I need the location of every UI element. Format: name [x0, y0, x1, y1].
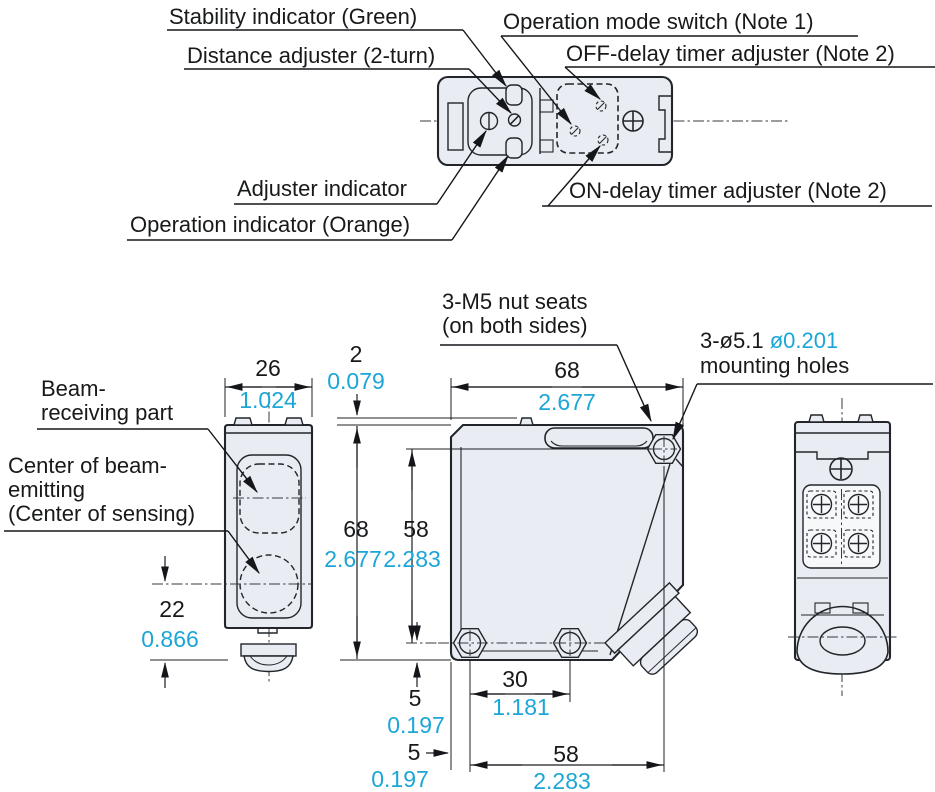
label-mounting-holes-2: mounting holes: [700, 353, 850, 378]
dim-body-width-mm: 68: [554, 357, 580, 383]
label-operation-mode: Operation mode switch (Note 1): [503, 9, 814, 34]
front-body: [223, 423, 314, 630]
dim-body-width-in: 2.677: [538, 389, 596, 415]
callout-leaders: [127, 29, 935, 241]
front-gland-flange: [240, 643, 297, 657]
dim-body-height-in: 2.677: [324, 546, 382, 572]
label-beam-center-3: (Center of sensing): [8, 501, 196, 526]
cable-clamp-bracket: [658, 95, 672, 153]
dim-hole-left-offset-mm: 5: [407, 739, 421, 765]
label-nut-seats-1: 3-M5 nut seats: [442, 289, 588, 314]
lens-window: [236, 454, 302, 619]
nut-seats-leader: [616, 344, 652, 423]
side-view: [438, 417, 699, 675]
dim-beam-height-mm: 22: [159, 596, 185, 622]
front-bump-left: [233, 417, 253, 426]
off-delay-trimmer: [595, 100, 607, 112]
beam-receiving-leader: [207, 428, 258, 493]
front-bump-right: [284, 417, 304, 426]
dimension-lines: [161, 378, 684, 772]
label-mounting-holes-1: 3-ø5.1 ø0.201: [700, 328, 839, 353]
dim-hole-span-vert-mm: 58: [403, 516, 429, 542]
mounting-holes-leader: [672, 383, 698, 441]
label-operation-indicator: Operation indicator (Orange): [130, 212, 411, 237]
dim-hole-span-horiz-in: 2.283: [533, 768, 591, 792]
off-delay-leader: [564, 66, 601, 100]
dim-body-height-mm: 68: [343, 516, 369, 542]
top-groove: [544, 427, 654, 449]
back-view: [788, 398, 897, 696]
dim-hole-pitch-in: 1.181: [492, 694, 550, 720]
terminal-block: [802, 484, 881, 569]
label-beam-center-2: emitting: [8, 477, 86, 502]
beam-receiving-area: [239, 463, 300, 534]
front-gland-dome: [243, 655, 294, 673]
label-beam-receiving-2: receiving part: [41, 400, 174, 425]
dim-hole-bottom-offset-in: 0.197: [387, 712, 445, 738]
adjuster-leader: [436, 129, 487, 205]
dim-hole-left-offset-in: 0.197: [371, 766, 429, 792]
on-delay-trimmer: [597, 134, 609, 146]
operation-mode-trimmer: [569, 125, 581, 137]
distance-adjuster-screw: [507, 113, 522, 127]
label-adjuster-indicator: Adjuster indicator: [237, 176, 407, 201]
label-on-delay: ON-delay timer adjuster (Note 2): [569, 178, 887, 203]
dim-front-width-in: 1.024: [239, 387, 297, 413]
operation-indicator-led: [505, 137, 523, 159]
dim-hole-span-horiz-mm: 58: [553, 741, 579, 767]
side-bump: [519, 417, 534, 426]
label-distance-adjuster: Distance adjuster (2-turn): [187, 43, 436, 68]
stability-leader: [462, 29, 507, 87]
dim-front-width-mm: 26: [255, 355, 281, 381]
dim-hole-bottom-offset-mm: 5: [408, 685, 422, 711]
operation-mode-leader: [500, 35, 572, 125]
operation-indicator-leader: [451, 154, 509, 241]
dim-hole-span-vert-in: 2.283: [383, 546, 441, 572]
label-off-delay: OFF-delay timer adjuster (Note 2): [566, 41, 895, 66]
annotation-leaders: [4, 344, 933, 574]
dim-hole-pitch-mm: 30: [502, 666, 528, 692]
dim-cap-gap-in: 0.079: [327, 368, 385, 394]
terminal-screws: [806, 489, 874, 564]
label-stability: Stability indicator (Green): [169, 4, 418, 29]
side-slot: [447, 102, 464, 151]
label-nut-seats-2: (on both sides): [442, 313, 588, 338]
label-beam-center-1: Center of beam-: [8, 453, 167, 478]
cover-screw-back: [829, 457, 853, 481]
dim-cap-gap-mm: 2: [349, 341, 363, 367]
top-view: [420, 75, 788, 167]
beam-center-leader: [227, 530, 260, 574]
prism-seam: [609, 463, 671, 656]
cable-opening: [819, 626, 866, 656]
on-delay-leader: [547, 145, 601, 207]
stability-indicator-led: [505, 84, 523, 106]
front-view: [150, 392, 314, 684]
angled-cable-gland: [604, 581, 699, 675]
distance-leader: [468, 68, 512, 114]
dim-beam-height-in: 0.866: [141, 626, 199, 652]
label-beam-receiving-1: Beam-: [41, 376, 106, 401]
